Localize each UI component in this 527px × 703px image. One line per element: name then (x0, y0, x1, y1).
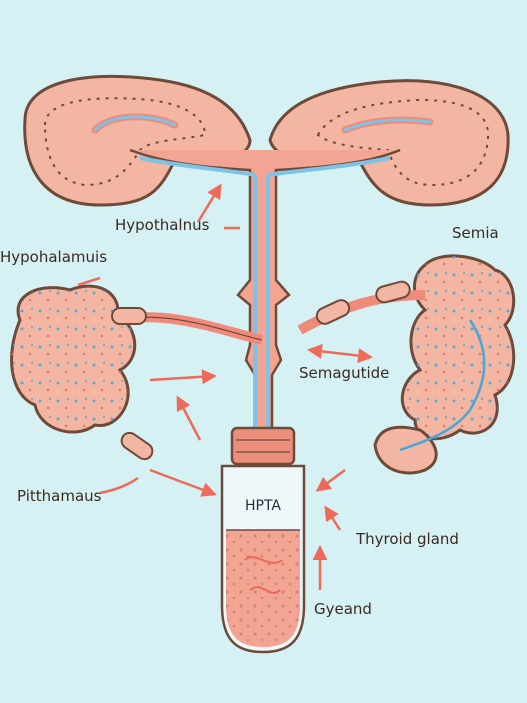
arrows (77, 183, 373, 590)
vial (220, 426, 306, 654)
label-thyroid-gland: Thyroid gland (356, 530, 459, 548)
left-lobe (23, 74, 252, 207)
label-semia: Semia (452, 224, 499, 242)
right-lobe (268, 79, 510, 207)
label-hypothalnus: Hypothalnus (115, 216, 210, 234)
label-gyeand: Gyeand (314, 600, 372, 618)
label-semagutide: Semagutide (299, 364, 390, 382)
central-stalk (129, 148, 401, 437)
label-pitthamaus: Pitthamaus (17, 487, 102, 505)
label-hypohalamuis: Hypohalamuis (0, 248, 108, 266)
vial-label: HPTA (244, 498, 281, 514)
left-gland (10, 284, 264, 461)
right-gland (297, 254, 516, 475)
